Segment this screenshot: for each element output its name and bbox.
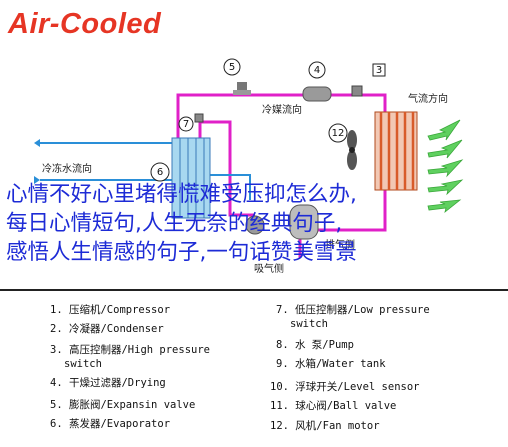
air-flow-arrows xyxy=(427,119,464,214)
label-discharge: 排气侧 xyxy=(325,238,355,251)
legend-item-ball-valve: 11. 球心阀/Ball valve xyxy=(270,400,397,412)
legend-item-compressor: 1. 压缩机/Compressor xyxy=(50,304,171,316)
legend-item-high-pressure-switch: 3. 高压控制器/High pressure switch xyxy=(50,344,210,370)
overlay-line-2: 每日心情短句,人生无奈的经典句子, xyxy=(6,211,343,236)
marker-4: 4 xyxy=(308,61,326,79)
water-outlet-arrow xyxy=(34,176,40,184)
overlay-line-3: 感悟人生情感的句子,一句话赞美雪景 xyxy=(6,240,357,265)
legend-item-drying: 4. 干燥过滤器/Drying xyxy=(50,377,166,389)
legend-item-pump: 8. 水 泵/Pump xyxy=(276,339,354,351)
legend-item-fan-motor: 12. 风机/Fan motor xyxy=(270,420,380,432)
svg-text:7: 7 xyxy=(183,119,189,130)
label-chilled-water-flow: 冷冻水流向 xyxy=(42,162,92,175)
component-legend: 1. 压缩机/Compressor 2. 冷凝器/Condenser 3. 高压… xyxy=(0,292,508,447)
svg-text:3: 3 xyxy=(376,65,382,76)
refrigeration-diagram: 冷媒流向 气流方向 冷冻水流向 排气侧 吸气侧 5 4 3 12 6 7 xyxy=(34,58,464,275)
marker-3: 3 xyxy=(372,63,386,77)
legend-item-water-tank: 9. 水箱/Water tank xyxy=(276,358,386,370)
brand-title: Air-Cooled xyxy=(8,8,162,40)
evaporator xyxy=(171,137,211,219)
pump-icon xyxy=(245,215,265,235)
label-air-flow: 气流方向 xyxy=(408,92,448,105)
legend-item-low-pressure-switch: 7. 低压控制器/Low pressure switch xyxy=(276,304,430,330)
overlay-text: 心情不好心里堵得慌难受压抑怎么办, 每日心情短句,人生无奈的经典句子, 感悟人生… xyxy=(6,180,506,267)
legend-item-evaporator: 6. 蒸发器/Evaporator xyxy=(50,418,171,430)
legend-divider xyxy=(0,289,508,291)
compressor-icon xyxy=(289,204,319,240)
svg-text:6: 6 xyxy=(157,167,163,178)
svg-text:5: 5 xyxy=(229,62,235,73)
low-pressure-switch-icon xyxy=(194,113,204,123)
svg-text:4: 4 xyxy=(314,65,320,76)
label-refrigerant-flow: 冷媒流向 xyxy=(262,103,302,116)
high-pressure-switch-icon xyxy=(351,85,363,97)
marker-7: 7 xyxy=(178,116,194,132)
label-suction: 吸气侧 xyxy=(254,262,284,275)
condenser-coil xyxy=(374,111,418,191)
drying-filter-icon xyxy=(302,86,332,102)
expansion-valve-icon xyxy=(233,82,251,95)
marker-5: 5 xyxy=(223,58,241,76)
marker-12: 12 xyxy=(328,123,348,143)
overlay-line-1: 心情不好心里堵得慌难受压抑怎么办, xyxy=(6,182,357,207)
legend-item-expansion-valve: 5. 膨胀阀/Expansin valve xyxy=(50,399,196,411)
legend-item-condenser: 2. 冷凝器/Condenser xyxy=(50,323,164,335)
legend-item-level-sensor: 10. 浮球开关/Level sensor xyxy=(270,381,420,393)
marker-6: 6 xyxy=(150,162,170,182)
fan-icon xyxy=(347,130,357,170)
water-inlet-arrow xyxy=(34,139,40,147)
svg-text:12: 12 xyxy=(332,128,345,139)
